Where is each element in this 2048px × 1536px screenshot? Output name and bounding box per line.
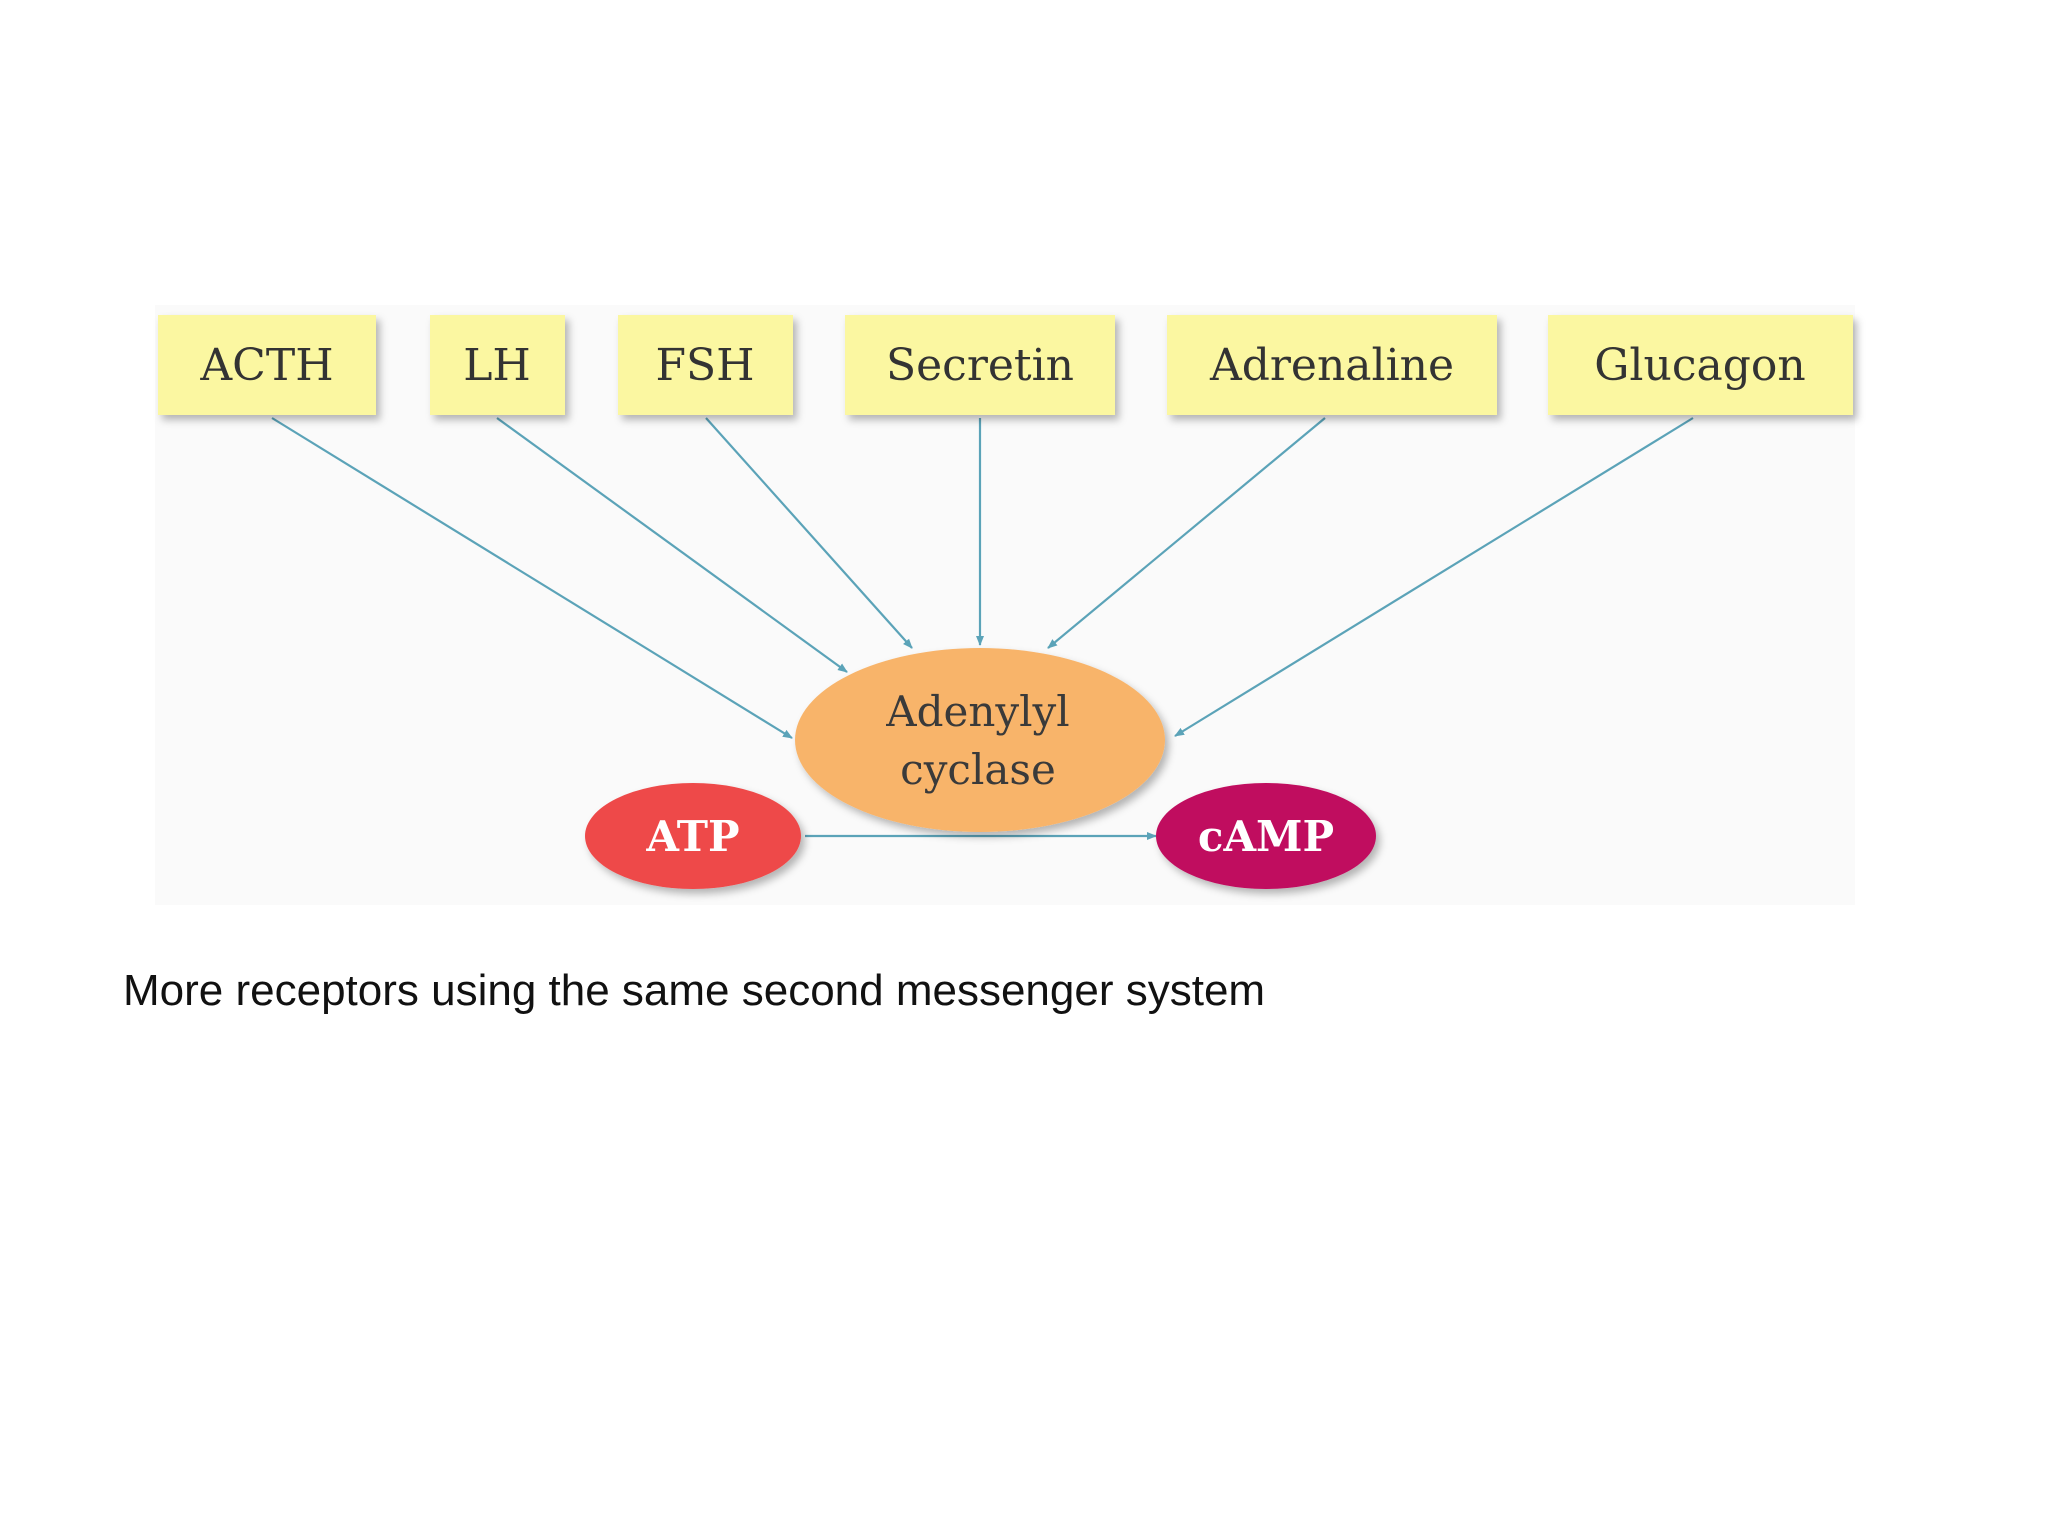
- hormone-box-secretin: Secretin: [845, 315, 1115, 415]
- atp-label: ATP: [645, 812, 739, 861]
- hormone-label: Adrenaline: [1209, 340, 1454, 391]
- camp-label: cAMP: [1198, 812, 1334, 861]
- atp-node: ATP: [585, 783, 801, 889]
- arrow-lh: [496, 417, 848, 673]
- arrow-fsh: [705, 417, 913, 649]
- enzyme-label-line1: Adenylyl: [885, 687, 1069, 736]
- arrow-adrenaline: [1047, 417, 1326, 649]
- hormone-label: Secretin: [886, 340, 1074, 391]
- slide-caption: More receptors using the same second mes…: [123, 966, 1266, 1015]
- adenylyl-cyclase-node: Adenylyl cyclase: [795, 648, 1165, 832]
- hormone-box-acth: ACTH: [158, 315, 376, 415]
- hormone-label: FSH: [655, 340, 754, 391]
- hormone-box-fsh: FSH: [618, 315, 793, 415]
- hormone-box-glucagon: Glucagon: [1548, 315, 1853, 415]
- arrow-acth: [271, 417, 793, 739]
- hormone-label: ACTH: [199, 340, 333, 391]
- hormone-arrows: [271, 417, 1694, 739]
- hormone-label: LH: [463, 340, 531, 391]
- enzyme-label-line2: cyclase: [900, 745, 1056, 794]
- camp-node: cAMP: [1156, 783, 1376, 889]
- hormone-box-adrenaline: Adrenaline: [1167, 315, 1497, 415]
- hormone-label: Glucagon: [1594, 340, 1805, 391]
- hormone-box-lh: LH: [430, 315, 565, 415]
- arrow-glucagon: [1174, 417, 1694, 737]
